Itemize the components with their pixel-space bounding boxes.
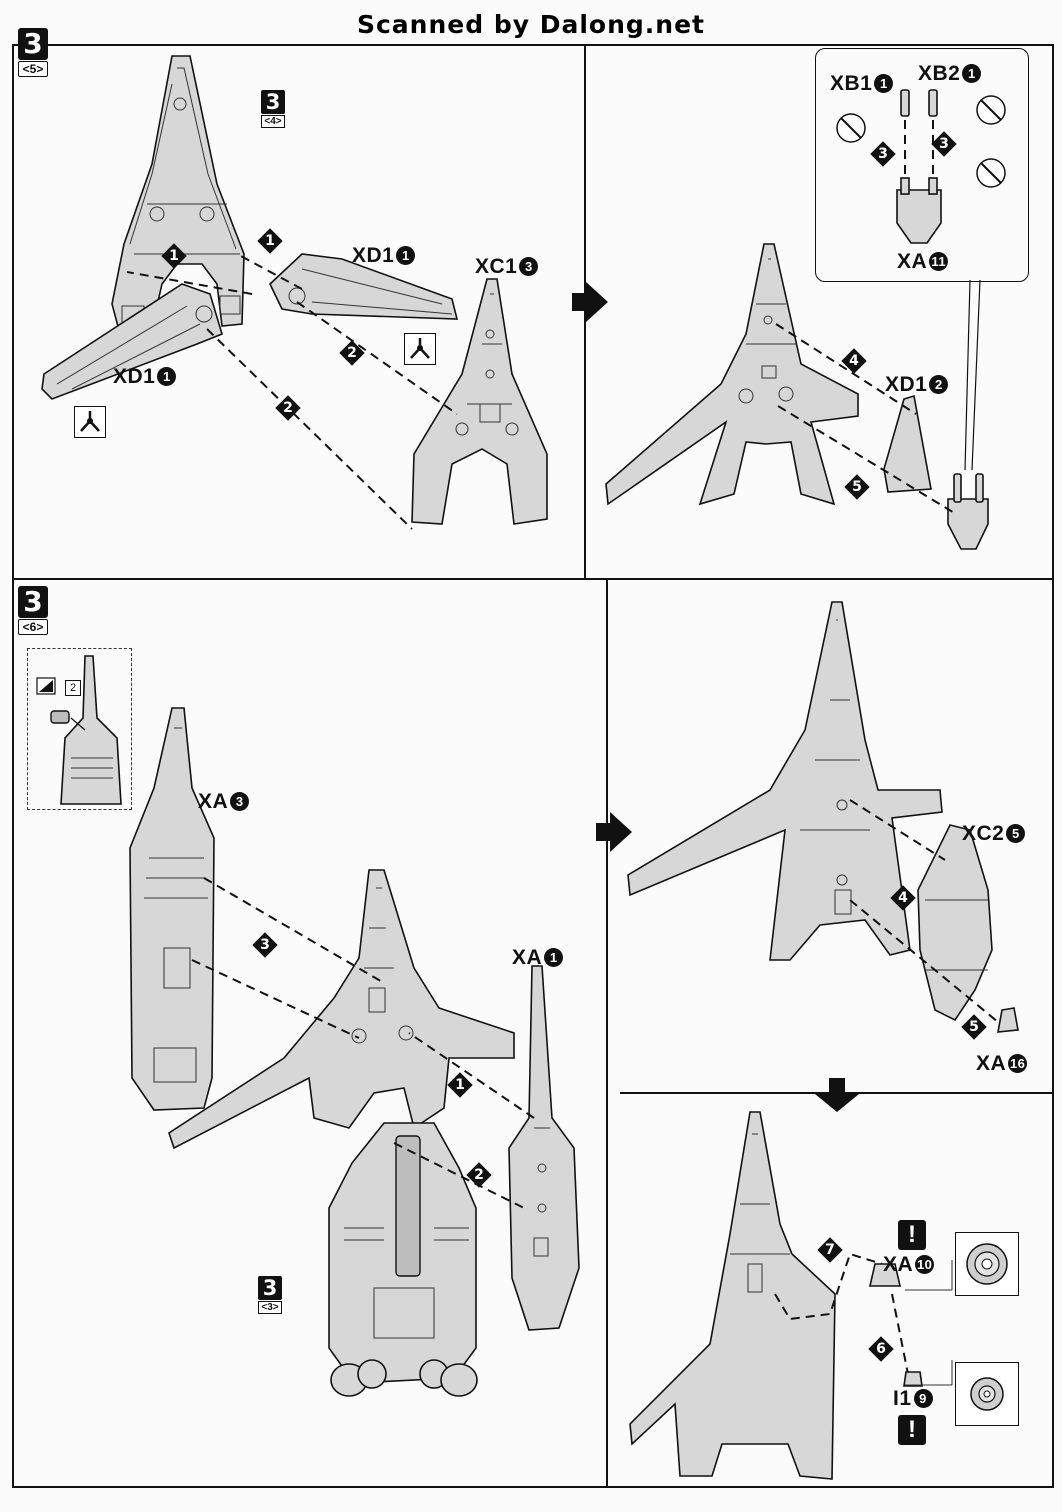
- callout-tail: [964, 279, 981, 471]
- no-cut-icon: [836, 113, 866, 143]
- assembled-body-part: [627, 601, 943, 961]
- sequence-marker: 1: [448, 1073, 472, 1097]
- small-part-xa16: [997, 1007, 1019, 1033]
- detail-closeup: [955, 1362, 1019, 1426]
- caution-icon: !: [898, 1415, 926, 1445]
- next-step-arrow-icon: [596, 812, 632, 852]
- sequence-marker: 3: [253, 933, 277, 957]
- down-arrow-icon: [815, 1078, 859, 1112]
- nose-part-xa3: [129, 707, 215, 1111]
- step-number: 3: [18, 586, 48, 618]
- horizontal-divider: [12, 578, 1054, 580]
- vertical-divider-bottom: [606, 580, 608, 1488]
- assembly-diagram-bottom-right-upper: [627, 601, 1019, 1033]
- nipper-cut-icon: [404, 333, 436, 365]
- reference-badge: 3 <3>: [258, 1276, 282, 1314]
- page-frame: [12, 44, 1054, 1488]
- sequence-marker: 3: [871, 142, 895, 166]
- wing-left-part: [41, 283, 223, 400]
- sequence-marker: 5: [962, 1015, 986, 1039]
- no-cut-icon: [976, 158, 1006, 188]
- step-sub-number: <6>: [18, 619, 48, 635]
- keel-part-xa1: [508, 965, 580, 1331]
- sequence-marker: 1: [162, 244, 186, 268]
- next-step-arrow-icon: [572, 282, 608, 322]
- assembly-diagram-top-left: [41, 55, 548, 530]
- assembly-diagram-top-right: [605, 243, 989, 550]
- step-number: 3: [18, 28, 48, 60]
- vertical-divider-top: [584, 44, 586, 578]
- nipper-cut-icon: [74, 406, 106, 438]
- cowl-part-xc2: [917, 824, 993, 1022]
- reference-number: 3: [261, 90, 285, 114]
- no-cut-icon: [976, 95, 1006, 125]
- watermark: Scanned by Dalong.net: [356, 10, 705, 39]
- sequence-marker: 3: [932, 132, 956, 156]
- reference-sub: <4>: [261, 115, 285, 128]
- sticker-detail-diagram: [36, 655, 122, 805]
- sequence-marker: 4: [842, 349, 866, 373]
- sequence-marker: 2: [340, 341, 364, 365]
- sequence-marker: 6: [869, 1337, 893, 1361]
- vernier-part-xa: [947, 498, 989, 550]
- sticker-number: 2: [65, 680, 81, 696]
- step-sub-number: <5>: [18, 61, 48, 77]
- fin-part-xd1: [883, 394, 932, 493]
- step-badge-top: 3 <5>: [18, 28, 48, 77]
- reference-sub: <3>: [258, 1301, 282, 1314]
- assembly-diagram-bottom-right-lower: [629, 1111, 923, 1480]
- assembled-body-part: [629, 1111, 836, 1480]
- sequence-marker: 1: [258, 229, 282, 253]
- upper-body-part: [111, 55, 245, 337]
- sequence-marker: 5: [845, 475, 869, 499]
- lower-body-part-xc1: [411, 278, 548, 525]
- assembly-diagram-bottom-left: [129, 707, 580, 1397]
- detail-connector-lines: [905, 1260, 953, 1386]
- assembled-body-part: [168, 869, 515, 1150]
- reference-badge: 3 <4>: [261, 90, 285, 128]
- detail-closeup: [955, 1232, 1019, 1296]
- step-badge-bottom: 3 <6>: [18, 586, 48, 635]
- sequence-marker: 7: [818, 1238, 842, 1262]
- sequence-marker: 2: [276, 396, 300, 420]
- assembled-body-part: [605, 243, 859, 506]
- sequence-marker: 4: [891, 886, 915, 910]
- vernier-assembly-diagram: [836, 89, 1006, 244]
- reference-number: 3: [258, 1276, 282, 1300]
- sequence-marker: 2: [467, 1163, 491, 1187]
- caution-icon: !: [898, 1220, 926, 1250]
